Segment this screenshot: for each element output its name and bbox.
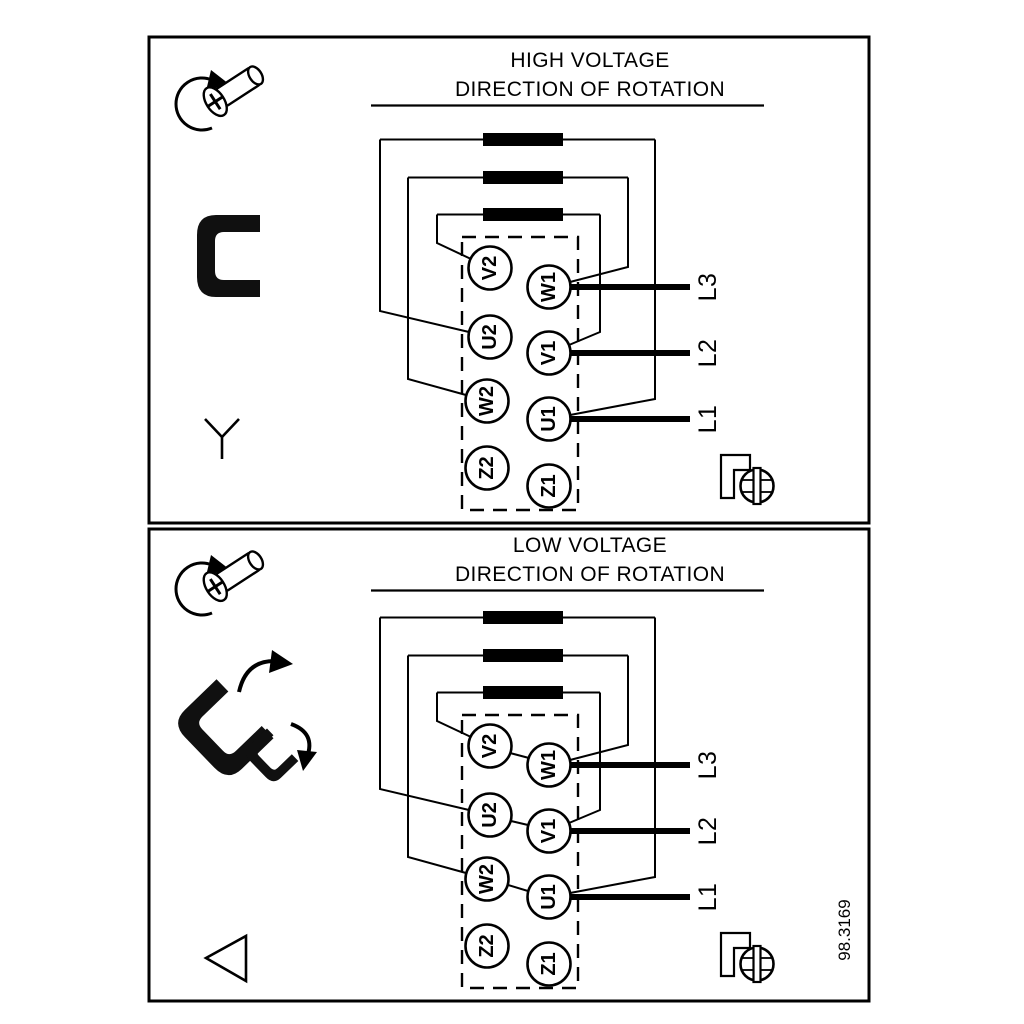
terminal-post bbox=[467, 245, 513, 291]
terminal-label-z1: Z1 bbox=[537, 474, 560, 498]
panel-high-voltage bbox=[147, 35, 871, 525]
panel-frame-high bbox=[147, 35, 871, 525]
terminal-label-v1: V1 bbox=[537, 340, 560, 366]
terminal-post bbox=[526, 330, 572, 376]
jumper-bar bbox=[483, 686, 563, 699]
terminal-label-u1: U1 bbox=[537, 884, 560, 910]
connection-wires bbox=[379, 616, 656, 894]
panel-title-high: HIGH VOLTAGE bbox=[510, 49, 670, 72]
earth-terminal-icon bbox=[719, 453, 775, 506]
terminal-post bbox=[526, 264, 572, 310]
panel-title-low: LOW VOLTAGE bbox=[512, 534, 668, 557]
jumper-bar bbox=[483, 611, 563, 624]
terminal-label-u2: U2 bbox=[478, 802, 501, 828]
supply-label-l2: L2 bbox=[693, 338, 722, 368]
terminal-post bbox=[467, 723, 513, 769]
terminal-label-w1: W1 bbox=[537, 750, 560, 780]
terminal-posts bbox=[464, 723, 572, 987]
terminal-post bbox=[526, 742, 572, 788]
terminal-label-w2: W2 bbox=[475, 386, 498, 416]
drawing-number: 98.3169 bbox=[835, 899, 854, 961]
jumper-bar bbox=[483, 133, 563, 146]
jumper-bars bbox=[483, 133, 563, 221]
terminal-label-u1: U1 bbox=[537, 406, 560, 432]
supply-label-l3: L3 bbox=[693, 750, 722, 780]
supply-label-l2: L2 bbox=[693, 816, 722, 846]
supply-label-l3: L3 bbox=[693, 272, 722, 302]
terminal-post bbox=[467, 792, 513, 838]
terminal-box-outline bbox=[460, 235, 580, 512]
terminal-label-z1: Z1 bbox=[537, 952, 560, 976]
terminal-post bbox=[526, 941, 572, 987]
terminal-label-v2: V2 bbox=[478, 733, 501, 759]
supply-wires bbox=[570, 284, 690, 422]
terminal-label-z2: Z2 bbox=[475, 934, 498, 958]
terminal-post bbox=[464, 445, 510, 491]
terminal-cluster-low bbox=[379, 611, 690, 990]
jumper-bar bbox=[483, 208, 563, 221]
star-symbol bbox=[204, 418, 240, 459]
jumper-bracket-icon bbox=[197, 215, 260, 297]
terminal-post bbox=[464, 856, 510, 902]
terminal-label-v2: V2 bbox=[478, 255, 501, 281]
terminal-post bbox=[526, 874, 572, 920]
delta-symbol bbox=[203, 933, 248, 984]
terminal-box-outline bbox=[460, 713, 580, 990]
move-arrow-head bbox=[269, 650, 293, 673]
panel-low-voltage bbox=[147, 527, 871, 1003]
terminal-post bbox=[526, 396, 572, 442]
terminal-label-w1: W1 bbox=[537, 272, 560, 302]
terminal-post bbox=[467, 314, 513, 360]
panel-frame-low bbox=[147, 527, 871, 1003]
jumper-bar bbox=[483, 649, 563, 662]
panel-subtitle-high: DIRECTION OF ROTATION bbox=[454, 78, 726, 101]
terminal-label-w2: W2 bbox=[475, 864, 498, 894]
connection-wires bbox=[379, 138, 656, 416]
supply-label-l1: L1 bbox=[693, 404, 722, 434]
supply-wires bbox=[570, 762, 690, 900]
move-arrow-head bbox=[297, 750, 317, 771]
jumper-bars bbox=[483, 611, 563, 699]
terminal-cluster-high bbox=[379, 133, 690, 512]
jumper-bar bbox=[483, 171, 563, 184]
screw-rotation-icon bbox=[174, 542, 271, 617]
terminal-label-z2: Z2 bbox=[475, 456, 498, 480]
terminal-label-v1: V1 bbox=[537, 818, 560, 844]
delta-jumper-icon bbox=[171, 650, 317, 786]
terminal-post bbox=[464, 923, 510, 969]
terminal-label-u2: U2 bbox=[478, 324, 501, 350]
terminal-post bbox=[464, 378, 510, 424]
terminal-post bbox=[526, 808, 572, 854]
terminal-post bbox=[526, 463, 572, 509]
screw-rotation-icon bbox=[174, 57, 271, 132]
supply-label-l1: L1 bbox=[693, 882, 722, 912]
delta-links bbox=[507, 752, 530, 892]
earth-terminal-icon bbox=[719, 931, 775, 984]
terminal-posts bbox=[464, 245, 572, 509]
panel-subtitle-low: DIRECTION OF ROTATION bbox=[454, 563, 726, 586]
